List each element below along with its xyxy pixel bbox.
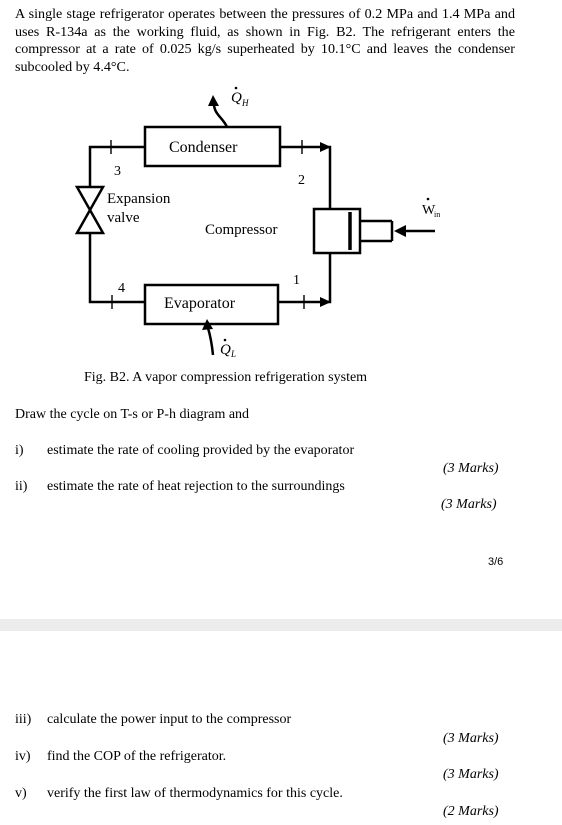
question-number: iv): [15, 749, 31, 764]
pipe-compressor-to-condenser: [280, 145, 332, 209]
evaporator-label: Evaporator: [164, 295, 236, 312]
work-input-arrowhead: [394, 225, 406, 237]
heat-rejection-arrow: [212, 103, 229, 128]
w-in-subscript: in: [434, 210, 440, 219]
w-in-symbol: W in: [422, 197, 440, 219]
question-text: calculate the power input to the compres…: [47, 712, 292, 727]
page-separator: [0, 619, 562, 631]
heat-absorption-arrow: [206, 327, 215, 356]
question-number: ii): [15, 479, 28, 494]
pipe-condenser-to-valve: [88, 145, 145, 187]
question-number: iii): [15, 712, 32, 727]
marks-iv: (3 Marks): [443, 767, 499, 782]
flow-arrow-2: [320, 142, 331, 152]
condenser-box: [143, 125, 282, 168]
expansion-valve-label-2: valve: [107, 210, 140, 226]
question-text: estimate the rate of heat rejection to t…: [47, 479, 345, 494]
state-label-3: 3: [114, 164, 121, 179]
page-number: 3/6: [488, 556, 504, 568]
pipe-evaporator-to-compressor: [278, 253, 332, 304]
q-l-letter: Q: [220, 342, 231, 358]
state-label-2: 2: [298, 173, 305, 188]
marks-i: (3 Marks): [443, 461, 499, 476]
q-h-symbol: Q H: [231, 86, 249, 108]
marks-ii: (3 Marks): [441, 497, 497, 512]
question-text: find the COP of the refrigerator.: [47, 749, 227, 764]
question-number: v): [15, 786, 27, 801]
q-h-letter: Q: [231, 90, 242, 106]
w-in-letter: W: [422, 203, 436, 218]
question-text: verify the first law of thermodynamics f…: [47, 786, 343, 801]
marks-v: (2 Marks): [443, 804, 499, 819]
q-h-subscript: H: [241, 98, 249, 108]
heat-rejection-arrowhead: [208, 95, 219, 106]
question-number: i): [15, 443, 24, 458]
compressor-symbol: [312, 207, 394, 255]
expansion-valve-symbol: [74, 185, 106, 235]
q-l-subscript: L: [230, 349, 236, 359]
evaporator-box: [143, 283, 280, 326]
page-top: [0, 0, 562, 619]
expansion-valve-label-1: Expansion: [107, 191, 171, 207]
q-l-symbol: Q L: [220, 338, 236, 359]
question-text: estimate the rate of cooling provided by…: [47, 443, 355, 458]
condenser-label: Condenser: [169, 139, 238, 156]
state-label-4: 4: [118, 281, 125, 296]
page-bottom: [0, 631, 562, 825]
pipe-valve-to-evaporator: [88, 233, 145, 304]
flow-arrow-1: [320, 297, 331, 307]
task-prompt: Draw the cycle on T-s or P-h diagram and: [15, 407, 250, 422]
problem-statement: A single stage refrigerator operates bet…: [15, 6, 515, 75]
figure-caption: Fig. B2. A vapor compression refrigerati…: [84, 370, 368, 385]
refrigeration-system-diagram: Condenser Evaporator Compressor Expansio…: [74, 86, 440, 359]
heat-absorption-arrowhead: [202, 319, 213, 330]
marks-iii: (3 Marks): [443, 731, 499, 746]
compressor-label: Compressor: [205, 222, 278, 238]
state-label-1: 1: [293, 273, 300, 288]
